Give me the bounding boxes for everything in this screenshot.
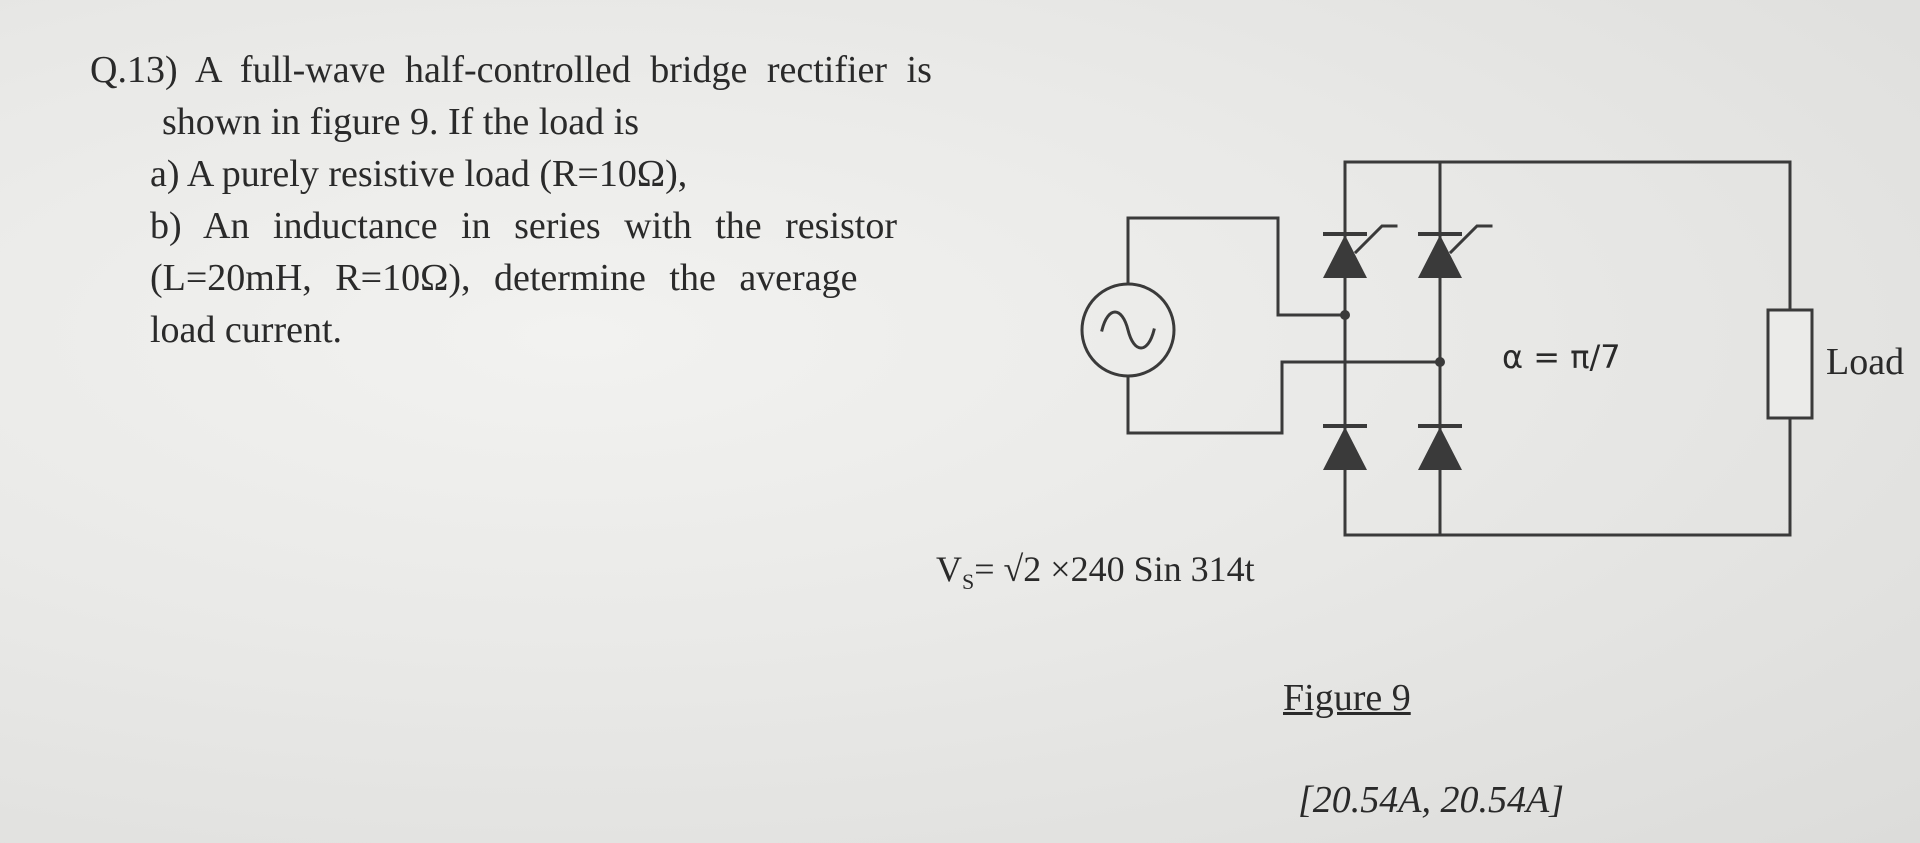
load-resistor — [1766, 308, 1814, 420]
thyristor-2-bar — [1418, 232, 1462, 236]
thyristor-2-gate — [1448, 224, 1493, 255]
wire-source-top — [1126, 216, 1347, 317]
junction-node-left — [1340, 310, 1350, 320]
thyristor-2-icon — [1418, 235, 1462, 278]
wire-source-bottom — [1126, 360, 1442, 435]
load-label: Load — [1826, 341, 1905, 383]
question-line-2: shown in figure 9. If the load is — [162, 101, 640, 143]
question-line-1: Q.13) A full-wave half-controlled bridge… — [90, 49, 932, 91]
diode-2-icon — [1418, 427, 1462, 470]
diode-1-bar — [1323, 424, 1367, 428]
wire-top-rail — [1343, 160, 1792, 312]
question-part-b: b) An inductance in series with the resi… — [150, 205, 898, 247]
question-part-b-end: load current. — [150, 309, 343, 351]
thyristor-1-icon — [1323, 235, 1367, 278]
sine-wave-icon — [1100, 310, 1156, 350]
wire-bottom-rail — [1343, 416, 1792, 537]
question-part-b-cont: (L=20mH, R=10Ω), determine the average — [150, 257, 858, 299]
junction-node-right — [1435, 357, 1445, 367]
answer-text: [20.54A, 20.54A] — [1298, 779, 1564, 821]
question-part-a: a) A purely resistive load (R=10Ω), — [150, 153, 688, 195]
thyristor-1-gate — [1353, 224, 1398, 255]
diode-2-bar — [1418, 424, 1462, 428]
figure-caption: Figure 9 — [1283, 677, 1411, 719]
diode-1-icon — [1323, 427, 1367, 470]
source-voltage-label: VS= √2 ×240 Sin 314t — [936, 549, 1255, 595]
firing-angle-label: α = π/7 — [1502, 338, 1621, 376]
thyristor-1-bar — [1323, 232, 1367, 236]
